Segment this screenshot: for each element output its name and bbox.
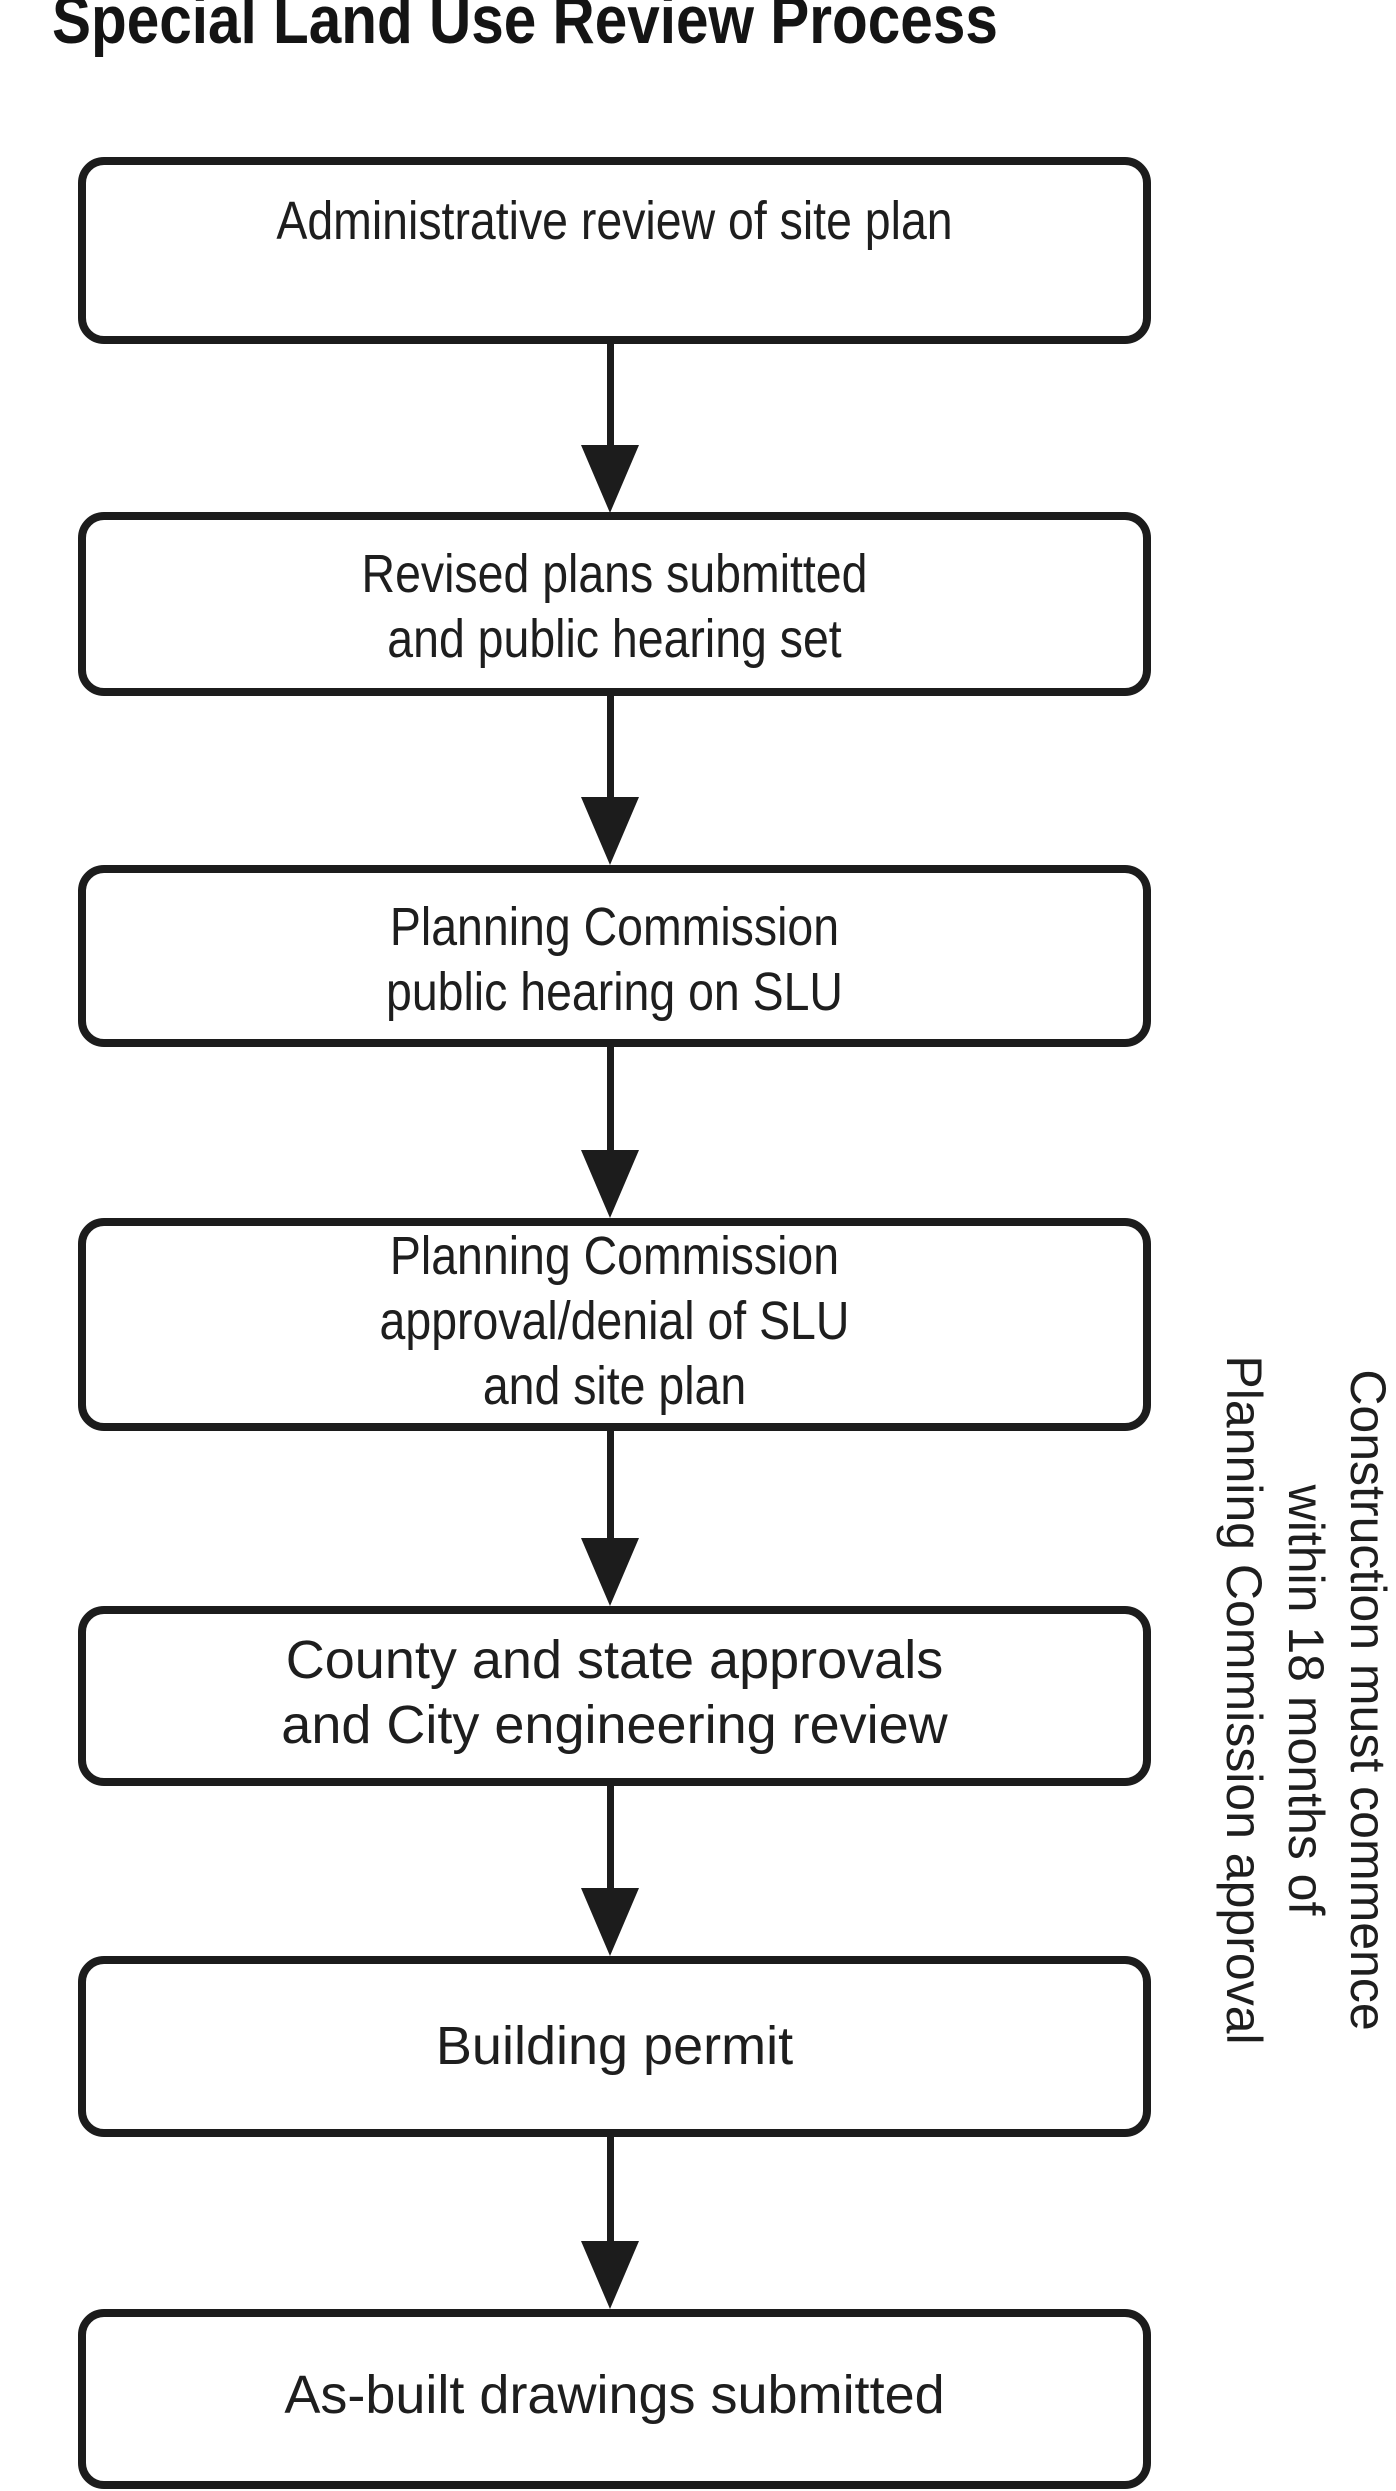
step-text-line: As-built drawings submitted [284, 2365, 945, 2425]
step-text-line: and site plan [482, 1356, 747, 1416]
arrow-head-icon [581, 1538, 639, 1606]
step-box-building-permit: Building permit [78, 1956, 1151, 2137]
arrow-head-icon [581, 2241, 639, 2309]
arrow-head-icon [581, 1150, 639, 1218]
arrow-head-icon [581, 797, 639, 865]
arrow-shaft [607, 344, 614, 454]
arrow-shaft [607, 1786, 614, 1896]
arrow-head-icon [581, 445, 639, 513]
note-line: Construction must commence [1340, 1369, 1396, 2031]
construction-deadline-note: Construction must commence within 18 mon… [1213, 1300, 1396, 2100]
step-text-line: Planning Commission [389, 1226, 840, 1286]
step-text-line: Revised plans submitted [361, 544, 868, 604]
step-text-line: approval/denial of SLU [379, 1291, 850, 1351]
step-text-line: public hearing on SLU [386, 962, 843, 1022]
arrow-shaft [607, 1047, 614, 1159]
step-text-line: County and state approvals [285, 1630, 944, 1690]
arrow-shaft [607, 1431, 614, 1551]
step-box-as-built-drawings: As-built drawings submitted [78, 2309, 1151, 2489]
step-text-line: Building permit [435, 2016, 794, 2076]
note-line: within 18 months of [1278, 1484, 1334, 1916]
arrow-shaft [607, 2137, 614, 2247]
step-text-line: and City engineering review [281, 1695, 948, 1755]
step-box-administrative-review: Administrative review of site plan [78, 157, 1151, 344]
step-box-county-state-approvals: County and state approvals and City engi… [78, 1606, 1151, 1786]
arrow-head-icon [581, 1888, 639, 1956]
arrow-shaft [607, 696, 614, 806]
step-box-approval-denial: Planning Commission approval/denial of S… [78, 1218, 1151, 1431]
step-box-revised-plans: Revised plans submitted and public heari… [78, 512, 1151, 696]
step-text-line: and public hearing set [387, 609, 842, 669]
step-text-line: Planning Commission [389, 897, 840, 957]
step-text-line: Administrative review of site plan [276, 191, 953, 251]
diagram-title: Special Land Use Review Process [52, 0, 998, 58]
note-line: Planning Commission approval [1216, 1355, 1272, 2045]
step-box-public-hearing: Planning Commission public hearing on SL… [78, 865, 1151, 1047]
